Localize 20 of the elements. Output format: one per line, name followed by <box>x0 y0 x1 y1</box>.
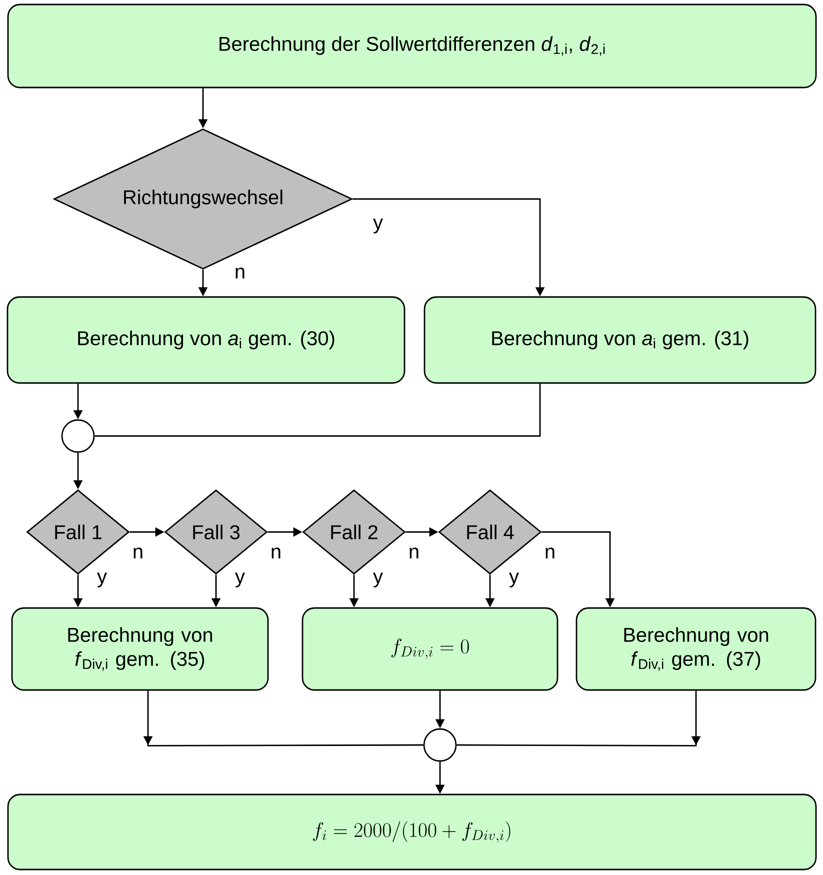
edge-label: y <box>235 572 245 588</box>
edge-label: y <box>509 572 519 588</box>
edge-label: n <box>546 548 554 558</box>
process-box: Berechnung von f$_{Div,i}$ gem. (37) <box>576 607 816 691</box>
edge-label: y <box>97 572 107 588</box>
edge-label: y <box>373 572 383 588</box>
process-box: Berechnung von a$_{i}$ gem. (31) <box>424 296 816 384</box>
junction-circle <box>423 728 457 762</box>
junction-circle <box>61 419 95 453</box>
edge-label: n <box>272 548 280 558</box>
process-box: Berechnung von f$_{Div,i}$ gem. (35) <box>11 607 269 691</box>
edge-label: n <box>134 548 142 558</box>
process-box: Berechnung von a$_{i}$ gem. (30) <box>6 296 406 384</box>
process-box: $f_i = 2000/(100 + f_{Div,i})$ <box>7 794 817 870</box>
edge-label: y <box>373 218 383 234</box>
process-box: Berechnung der Sollwertdifferenzen d$_{1,i}$, d$_{2,i}$ <box>7 4 817 88</box>
process-box: $f_{Div,i} = 0$ <box>302 607 558 691</box>
edge-label: n <box>410 548 418 558</box>
arrow <box>456 690 701 746</box>
edge-label: n <box>236 268 244 278</box>
